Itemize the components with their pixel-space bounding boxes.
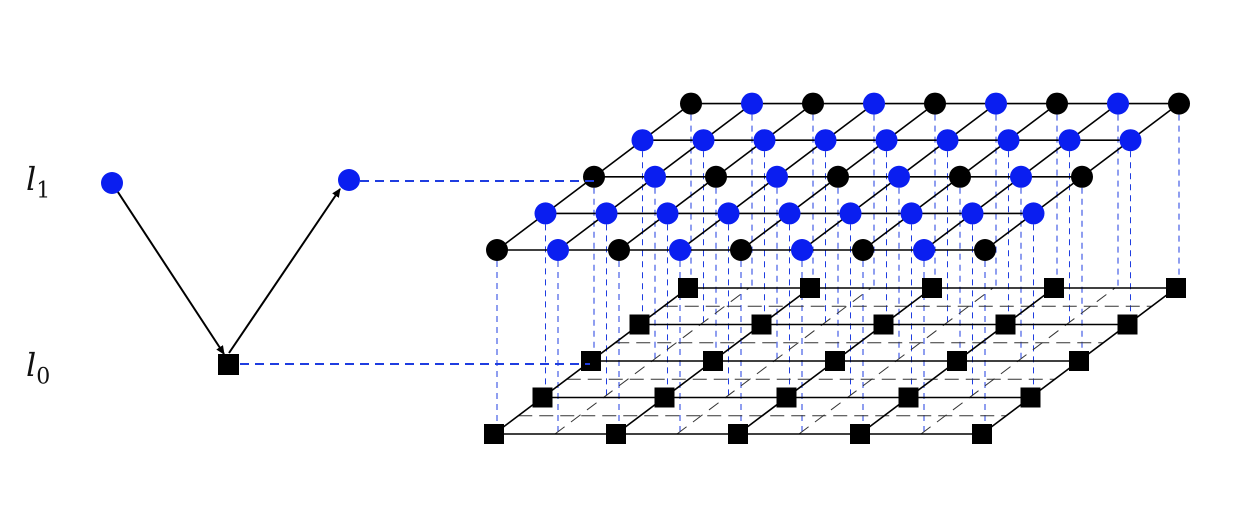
top-black-node — [852, 239, 874, 261]
top-black-node — [827, 165, 849, 188]
top-blue-node — [534, 202, 557, 225]
level-l0-symbol: l — [26, 346, 37, 384]
bottom-square-node — [972, 424, 992, 444]
top-blue-node — [839, 202, 862, 225]
level-l1-subscript: 1 — [36, 178, 51, 204]
top-blue-node — [717, 202, 740, 225]
bottom-square-node — [800, 278, 820, 298]
vertical-projections — [496, 103, 1180, 434]
bottom-square-node — [922, 278, 942, 298]
level-l1-symbol: l — [26, 160, 37, 198]
top-blue-node — [1119, 129, 1142, 152]
bottom-square-node — [1117, 314, 1138, 335]
top-black-node — [680, 92, 702, 115]
top-black-node — [486, 239, 508, 261]
top-blue-node — [913, 239, 935, 261]
top-blue-node — [997, 129, 1020, 152]
bottom-square-node — [581, 351, 601, 371]
bottom-square-node — [703, 351, 723, 371]
bottom-square-node — [606, 424, 626, 444]
fine-level-node-end — [338, 169, 360, 191]
top-blue-node — [753, 129, 776, 152]
top-blue-node — [1107, 92, 1129, 115]
top-black-node — [608, 239, 630, 261]
level-label-l1: l1 — [26, 160, 50, 203]
fine-level-node-start — [101, 172, 123, 194]
bottom-square-node — [1166, 278, 1186, 298]
bottom-square-node — [825, 351, 845, 371]
bottom-square-node — [1020, 387, 1041, 408]
top-black-node — [730, 239, 752, 261]
bottom-square-node — [629, 314, 650, 335]
bottom-square-node — [776, 387, 797, 408]
top-blue-node — [692, 129, 715, 152]
top-black-node — [705, 165, 727, 188]
bottom-square-node — [850, 424, 870, 444]
top-blue-node — [547, 239, 569, 261]
top-blue-node — [644, 165, 666, 188]
top-blue-node — [888, 165, 910, 188]
top-lattice — [486, 92, 1190, 261]
top-black-node — [802, 92, 824, 115]
bottom-square-node — [654, 387, 675, 408]
top-black-node — [1071, 165, 1093, 188]
top-blue-node — [595, 202, 618, 225]
top-black-node — [1046, 92, 1068, 115]
top-blue-node — [875, 129, 898, 152]
top-blue-node — [985, 92, 1007, 115]
top-blue-node — [791, 239, 813, 261]
bottom-square-node — [728, 424, 748, 444]
bottom-square-node — [751, 314, 772, 335]
top-blue-node — [1022, 202, 1045, 225]
top-blue-node — [936, 129, 959, 152]
top-black-node — [1168, 92, 1190, 115]
top-blue-node — [863, 92, 885, 115]
bottom-square-node — [898, 387, 919, 408]
top-black-node — [924, 92, 946, 115]
prolongation-arrow — [228, 188, 341, 354]
top-black-node — [583, 165, 605, 188]
top-blue-node — [631, 129, 654, 152]
coarse-level-node — [218, 354, 239, 375]
top-blue-node — [961, 202, 984, 225]
bottom-square-node — [873, 314, 894, 335]
bottom-square-node — [532, 387, 553, 408]
level-l0-subscript: 0 — [36, 364, 51, 390]
top-blue-node — [814, 129, 837, 152]
top-black-node — [949, 165, 971, 188]
level-label-l0: l0 — [26, 346, 50, 389]
top-black-node — [974, 239, 996, 261]
top-blue-node — [1058, 129, 1081, 152]
top-blue-node — [656, 202, 679, 225]
top-blue-node — [766, 165, 788, 188]
top-blue-node — [669, 239, 691, 261]
restriction-arrow — [111, 182, 225, 355]
top-blue-node — [1010, 165, 1032, 188]
schematic — [101, 169, 594, 375]
top-blue-node — [778, 202, 801, 225]
top-blue-node — [741, 92, 763, 115]
bottom-square-node — [484, 424, 504, 444]
bottom-square-node — [1069, 351, 1089, 371]
bottom-square-node — [947, 351, 967, 371]
top-blue-node — [900, 202, 923, 225]
bottom-square-node — [1044, 278, 1064, 298]
bottom-square-node — [678, 278, 698, 298]
bottom-square-node — [995, 314, 1016, 335]
bottom-lattice — [484, 278, 1186, 444]
